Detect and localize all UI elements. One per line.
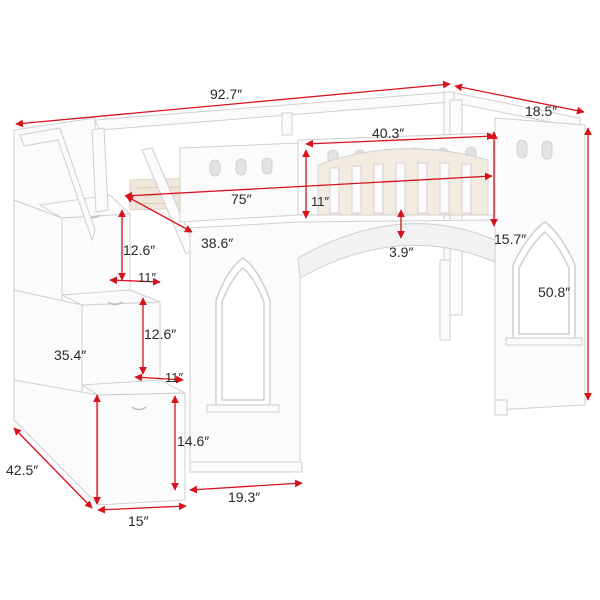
label-guard-height: 11″	[311, 194, 330, 209]
label-stair-width: 15″	[128, 513, 149, 529]
label-front-panel-width: 19.3″	[228, 489, 261, 505]
label-inner-length: 75″	[231, 191, 252, 207]
legs	[189, 259, 508, 473]
label-bottom-step: 14.6″	[177, 433, 210, 449]
label-tower-height: 50.8″	[538, 284, 571, 300]
label-bed-width: 38.6″	[201, 235, 234, 251]
label-step-rise-middle: 12.6″	[144, 326, 177, 342]
label-stair-height: 35.4″	[54, 347, 87, 363]
rail-window-bars	[317, 148, 489, 216]
label-step-rise-upper: 12.6″	[123, 242, 156, 258]
gothic-window-left	[215, 257, 271, 406]
label-overall-length: 92.7″	[210, 86, 243, 102]
label-arch-gap: 3.9″	[389, 244, 414, 260]
label-step-depth-upper: 11″	[138, 270, 157, 285]
label-tower-top: 15.7″	[494, 231, 527, 247]
stair-cabinet	[13, 117, 186, 507]
dimension-lines	[13, 80, 592, 514]
gothic-window-right	[512, 221, 576, 341]
label-arch-window-width: 40.3″	[372, 125, 405, 141]
sills	[206, 337, 583, 413]
label-overall-depth: 42.5″	[6, 462, 39, 478]
label-step-depth-middle: 11″	[165, 370, 184, 385]
label-tower-depth: 18.5″	[525, 103, 558, 119]
